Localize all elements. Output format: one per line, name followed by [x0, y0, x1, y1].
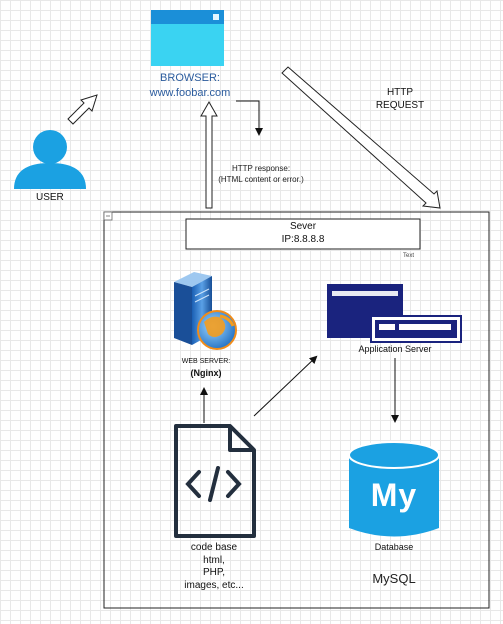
server-ip: IP:8.8.8.8: [281, 234, 325, 245]
server-container: [103, 211, 490, 609]
server-title: Sever: [289, 221, 317, 232]
mysql-label: MySQL: [372, 571, 416, 586]
code-base-line2: html,: [203, 555, 225, 566]
http-response-line1: HTTP response:: [231, 164, 291, 173]
app-server-label: Application Server: [358, 344, 432, 354]
user-to-browser-arrow: [67, 94, 98, 125]
browser-window-icon: [151, 10, 224, 66]
http-request-arrow: [281, 66, 441, 209]
user-icon: [14, 130, 86, 189]
http-request-line1: HTTP: [386, 87, 414, 98]
code-base-line3: PHP,: [202, 567, 226, 578]
web-server-icon: [174, 272, 237, 350]
code-file-icon: [174, 424, 256, 538]
web-server-label: WEB SERVER:: [181, 358, 231, 365]
text-tag: Text: [403, 253, 415, 259]
browser-url[interactable]: www.foobar.com: [149, 87, 231, 99]
web-server-name: (Nginx): [190, 368, 222, 378]
server-title-box: [185, 218, 421, 250]
application-server-icon: [327, 284, 462, 343]
http-request-line2: REQUEST: [375, 100, 425, 111]
http-response-arrow: [200, 100, 218, 209]
user-label: USER: [36, 192, 64, 203]
code-base-line4: images, etc...: [184, 580, 244, 591]
mysql-logo-text: My: [370, 477, 418, 513]
code-base-line1: code base: [190, 542, 238, 553]
browser-label: BROWSER:: [160, 72, 220, 84]
code-to-appserver-arrow: [253, 355, 318, 417]
http-response-line2: (HTML content or error.): [218, 175, 304, 184]
mysql-database-icon: [348, 441, 440, 537]
browser-connector-line: [236, 100, 263, 136]
database-label: Database: [374, 542, 414, 552]
